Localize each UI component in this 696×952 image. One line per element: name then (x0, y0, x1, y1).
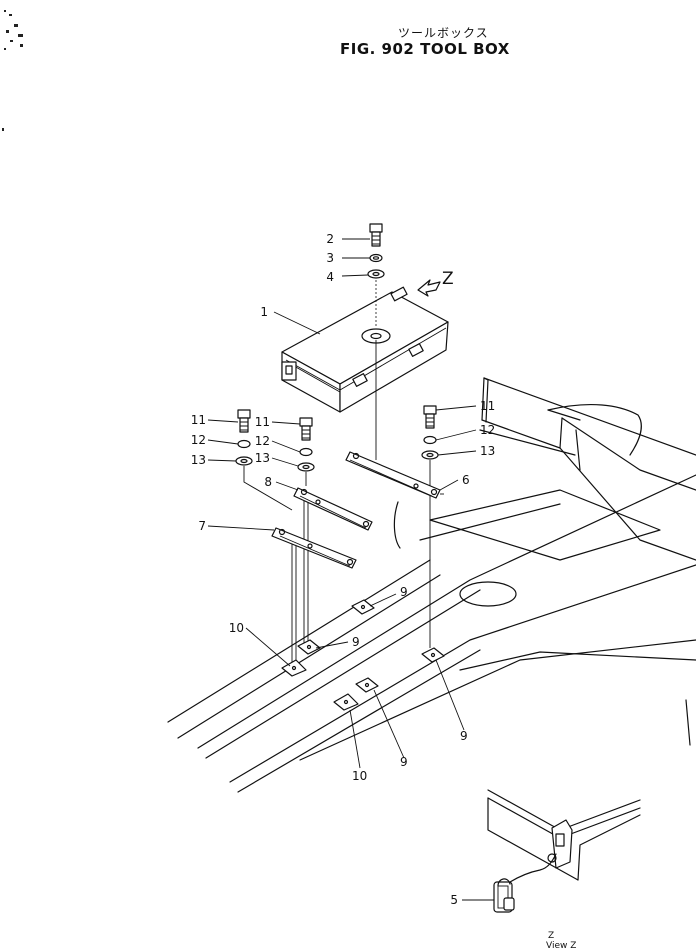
callout-13-right: 13 (480, 444, 495, 458)
callout-labels: 2 3 4 1 Z 11 12 13 6 11 12 13 11 12 13 8… (191, 232, 577, 951)
bracket-6 (345, 451, 444, 499)
callout-10-upper: 10 (229, 621, 244, 635)
callout-5: 5 (450, 893, 458, 907)
view-z-marker: Z (548, 931, 554, 941)
bolt-stack-center (297, 417, 315, 644)
view-arrow (417, 279, 441, 297)
callout-7: 7 (198, 519, 206, 533)
callout-13-left: 13 (191, 453, 206, 467)
callout-9-upper: 9 (400, 585, 408, 599)
callout-11-center: 11 (255, 415, 270, 429)
view-z-label: View Z (546, 941, 576, 951)
callout-11-right: 11 (480, 399, 495, 413)
bolt-stack-right (421, 405, 439, 648)
frame-structure (167, 377, 696, 793)
callout-9-mid: 9 (352, 635, 360, 649)
callout-11-left: 11 (191, 413, 206, 427)
bracket-7 (271, 527, 357, 569)
leader-lines (207, 238, 494, 901)
callout-9-lower: 9 (400, 755, 408, 769)
callout-2: 2 (326, 232, 334, 246)
callout-8: 8 (264, 475, 272, 489)
callout-3: 3 (326, 251, 334, 265)
callout-9-right: 9 (460, 729, 468, 743)
callout-4: 4 (326, 270, 334, 284)
shim-plates (281, 599, 445, 711)
view-z-inset (487, 789, 641, 913)
callout-1: 1 (260, 305, 268, 319)
callout-10-lower: 10 (352, 769, 367, 783)
tool-box (281, 286, 449, 413)
bolt-stack-top (367, 223, 385, 460)
callout-13-center: 13 (255, 451, 270, 465)
figure-title: FIG. 902 TOOL BOX (340, 40, 510, 58)
callout-12-left: 12 (191, 433, 206, 447)
bracket-8 (293, 487, 373, 531)
scan-noise (2, 10, 23, 131)
callout-12-right: 12 (480, 423, 495, 437)
callout-6: 6 (462, 473, 470, 487)
title-japanese: ツールボックス (398, 26, 489, 40)
callout-12-center: 12 (255, 434, 270, 448)
view-arrow-label: Z (442, 269, 454, 289)
bolt-stack-left (235, 409, 297, 662)
